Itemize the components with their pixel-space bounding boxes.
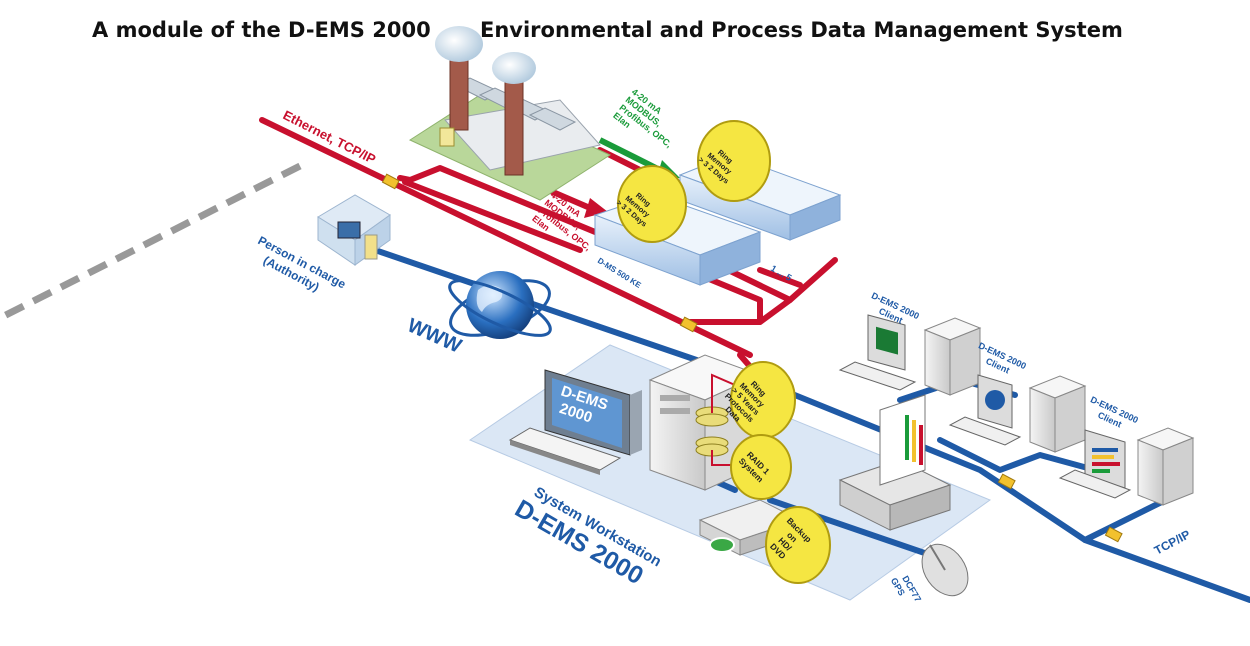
title-right: Environmental and Process Data Managemen… bbox=[480, 18, 1123, 42]
gps-label: DCF77 GPS bbox=[889, 574, 923, 604]
raid-callout bbox=[730, 434, 792, 500]
signals-bottom-label: 4-20 mA MODBUS, Profibus, OPC, Elan bbox=[530, 190, 592, 253]
system-monitor bbox=[544, 369, 642, 456]
ethernet-backbone bbox=[259, 117, 838, 381]
storage-disks-icon bbox=[695, 406, 729, 457]
client-3-computer bbox=[1058, 427, 1195, 506]
globe-icon bbox=[448, 271, 552, 339]
backup-callout bbox=[765, 506, 831, 584]
gps-antenna-icon bbox=[921, 543, 969, 597]
www-label: WWW bbox=[404, 314, 465, 357]
client-2-computer bbox=[948, 374, 1087, 453]
factory-illustration bbox=[408, 26, 612, 201]
logger-ring-memory-callout-1 bbox=[697, 120, 771, 202]
title-left: A module of the D-EMS 2000 bbox=[92, 18, 431, 42]
client-3-label: D-EMS 2000 Client bbox=[1089, 394, 1140, 429]
person-workstation-illustration bbox=[317, 194, 391, 266]
client-1-computer bbox=[838, 314, 982, 396]
network-connectors bbox=[381, 173, 1123, 543]
system-keyboard bbox=[508, 427, 622, 475]
client-2-label: D-EMS 2000 Client bbox=[977, 340, 1028, 375]
logger-ring-memory-callout-2 bbox=[617, 165, 687, 243]
external-dashed-line bbox=[0, 162, 302, 322]
signals-top-label: 4-20 mA MODBUS, Profibus, OPC, Elan bbox=[611, 87, 673, 150]
printer-icon bbox=[838, 394, 952, 531]
tcpip-label: TCP/IP bbox=[1152, 527, 1193, 558]
